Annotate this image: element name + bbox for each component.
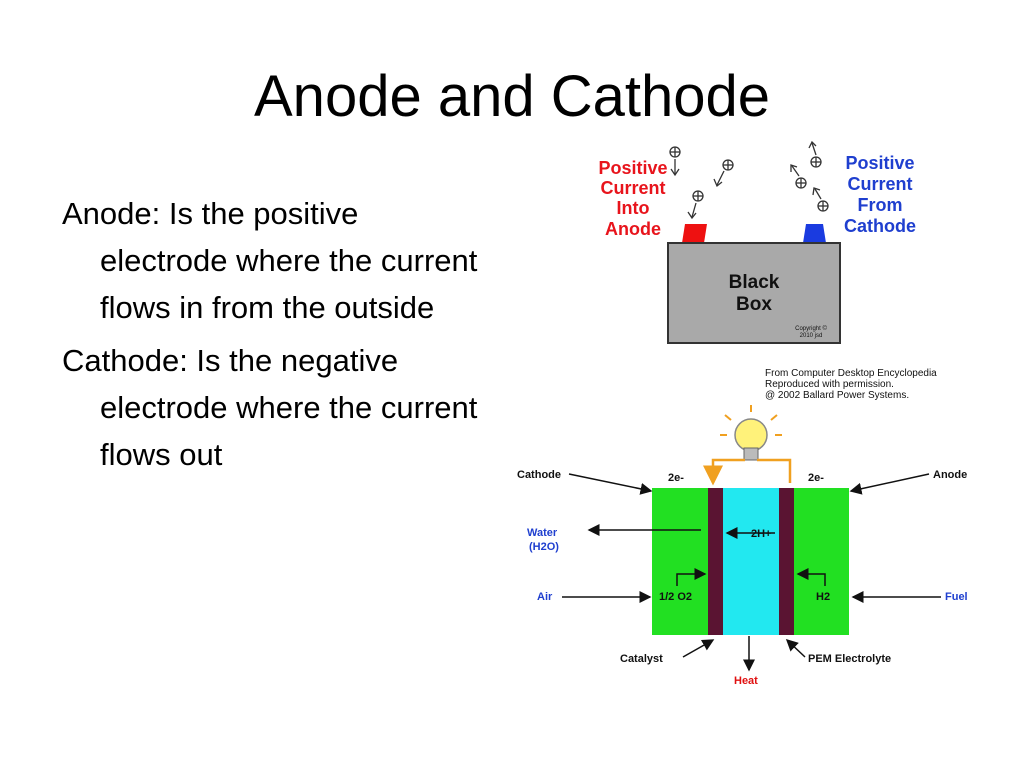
black-box [667,242,841,344]
electron-right-label: 2e- [808,472,824,484]
catalyst-label: Catalyst [620,653,663,665]
fuel-cell-diagram: From Computer Desktop Encyclopedia Repro… [517,368,968,687]
electrolyte [723,488,779,635]
charge-arrows [669,140,829,220]
pem-label: PEM Electrolyte [808,653,891,665]
left-label-line1: Positive [598,158,667,178]
copyright-line1: Copyright © [795,325,827,332]
flow-arrows [562,473,941,672]
copyright-line2: 2010 jsd [800,333,823,339]
light-bulb-icon [720,405,782,461]
right-label-line3: From [858,195,903,215]
bullet-anode: Anode: Is the positive electrode where t… [62,196,478,325]
cathode-terminal [803,224,826,243]
proton-label: 2H+ [751,528,772,540]
cathode-membrane [708,488,723,635]
source-line1: From Computer Desktop Encyclopedia [765,368,937,379]
anode-membrane [779,488,794,635]
fuel-label: Fuel [945,591,968,603]
left-label-line3: Into [617,198,650,218]
anode-terminal [682,224,707,243]
cathode-label: Cathode [517,469,561,481]
right-label-line2: Current [847,174,912,194]
right-label-line4: Cathode [844,216,916,236]
bullet-cathode: Cathode: Is the negative electrode where… [62,343,478,472]
water-label: Water [527,527,558,539]
hydrogen-label: H2 [816,591,830,603]
air-label: Air [537,591,553,603]
left-label-line2: Current [600,178,665,198]
battery-diagram: Positive Current Into Anode Positive Cur… [598,140,916,344]
box-label-line1: Black [729,272,780,293]
slide-title: Anode and Cathode [254,64,770,129]
anode-label: Anode [933,469,967,481]
box-label-line2: Box [736,294,772,315]
source-line3: @ 2002 Ballard Power Systems. [765,390,909,401]
external-wire [703,458,792,486]
water-formula-label: (H2O) [529,541,559,553]
source-line2: Reproduced with permission. [765,379,894,390]
heat-label: Heat [734,675,758,687]
bullet-list: Anode: Is the positive electrode where t… [62,190,482,484]
cathode-electrode [652,488,708,635]
left-label-line4: Anode [605,219,661,239]
oxygen-label: 1/2 O2 [659,591,692,603]
anode-electrode [794,488,849,635]
right-label-line1: Positive [845,153,914,173]
electron-left-label: 2e- [668,472,684,484]
